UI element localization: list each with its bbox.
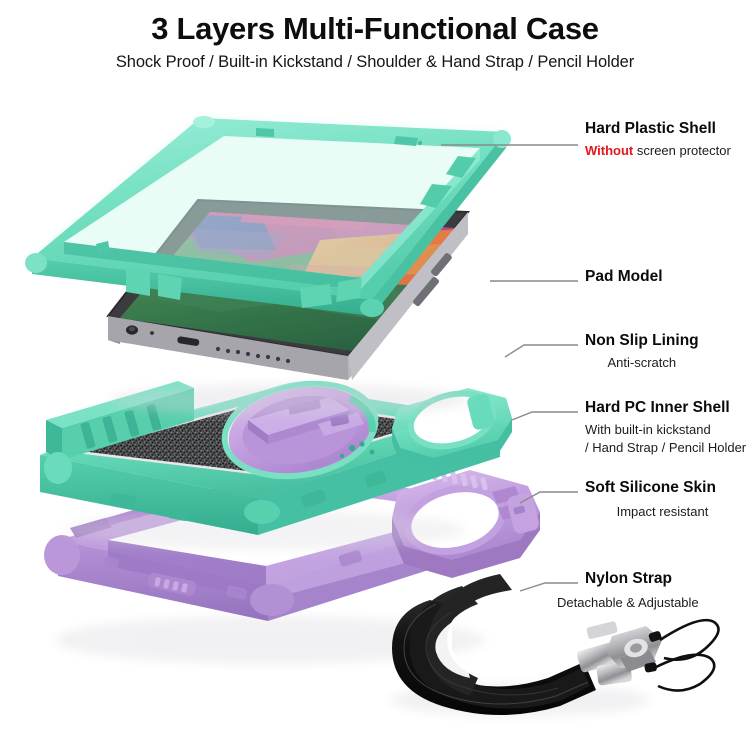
page-title: 3 Layers Multi-Functional Case	[151, 11, 599, 46]
leader-nylon-strap	[519, 582, 578, 592]
non-slip-lining-pad	[77, 384, 431, 476]
layer-hard-plastic-shell	[25, 116, 511, 317]
callout-sub2-hard-pc-inner-shell: / Hand Strap / Pencil Holder	[585, 439, 747, 455]
callout-title-hard-plastic-shell: Hard Plastic Shell	[585, 120, 716, 137]
callout-sub-non-slip-lining: Anti-scratch	[607, 354, 677, 370]
layer-pad-model	[106, 198, 471, 416]
tablet-screen	[120, 212, 455, 352]
callout-sub-hard-plastic-shell: Without screen protector	[585, 142, 731, 159]
leader-soft-silicone-skin	[519, 491, 578, 504]
shell-right-tabs	[420, 156, 476, 208]
header: 3 Layers Multi-Functional Case Shock Pro…	[0, 0, 750, 72]
purple-rotating-kickstand-hub	[228, 386, 372, 476]
strap-cord-loops	[653, 618, 720, 692]
callout-soft-silicone-skin: Soft Silicone Skin Impact resistant	[585, 479, 716, 520]
callout-pad-model: Pad Model	[585, 268, 663, 286]
layer-hard-pc-inner-shell	[40, 380, 512, 550]
callout-title-hard-pc-inner-shell: Hard PC Inner Shell	[585, 399, 730, 416]
callout-sub-soft-silicone-skin: Impact resistant	[616, 503, 709, 519]
callout-highlight-without: Without	[585, 142, 634, 158]
shell-bottom-tabs	[126, 268, 362, 308]
callout-title-non-slip-lining: Non Slip Lining	[585, 332, 699, 349]
leader-non-slip-lining	[504, 344, 578, 358]
callout-non-slip-lining: Non Slip Lining Anti-scratch	[585, 332, 699, 371]
callout-title-pad-model: Pad Model	[585, 268, 663, 285]
callout-sub-hard-pc-inner-shell: With built-in kickstand	[585, 421, 711, 437]
tablet-side-buttons	[413, 253, 452, 307]
callout-sub-nylon-strap: Detachable & Adjustable	[557, 594, 699, 610]
inner-shell-strap-mount	[392, 388, 512, 472]
silicone-kickstand-ribs	[95, 485, 232, 528]
callout-title-soft-silicone-skin: Soft Silicone Skin	[585, 479, 716, 496]
page-subtitle: Shock Proof / Built-in Kickstand / Shoul…	[115, 52, 635, 71]
tablet-bottom-ports	[126, 325, 291, 364]
leader-hard-pc-inner-shell	[511, 411, 578, 421]
callout-hard-pc-inner-shell: Hard PC Inner Shell With built-in kickst…	[585, 399, 746, 456]
callout-nylon-strap: Nylon Strap Detachable & Adjustable	[557, 570, 699, 611]
inner-shell-kickstand-bracket	[46, 381, 194, 460]
callout-hard-plastic-shell: Hard Plastic Shell Without screen protec…	[585, 120, 731, 159]
strap-metal-clips	[576, 621, 662, 686]
layer-soft-silicone-skin	[44, 467, 540, 664]
callout-sub-text-hard-plastic-shell: screen protector	[633, 142, 731, 158]
silicone-port-cover	[147, 572, 197, 596]
leader-lines	[441, 144, 578, 592]
callout-title-nylon-strap: Nylon Strap	[585, 570, 672, 587]
purple-hand-strap-ring	[392, 467, 540, 578]
